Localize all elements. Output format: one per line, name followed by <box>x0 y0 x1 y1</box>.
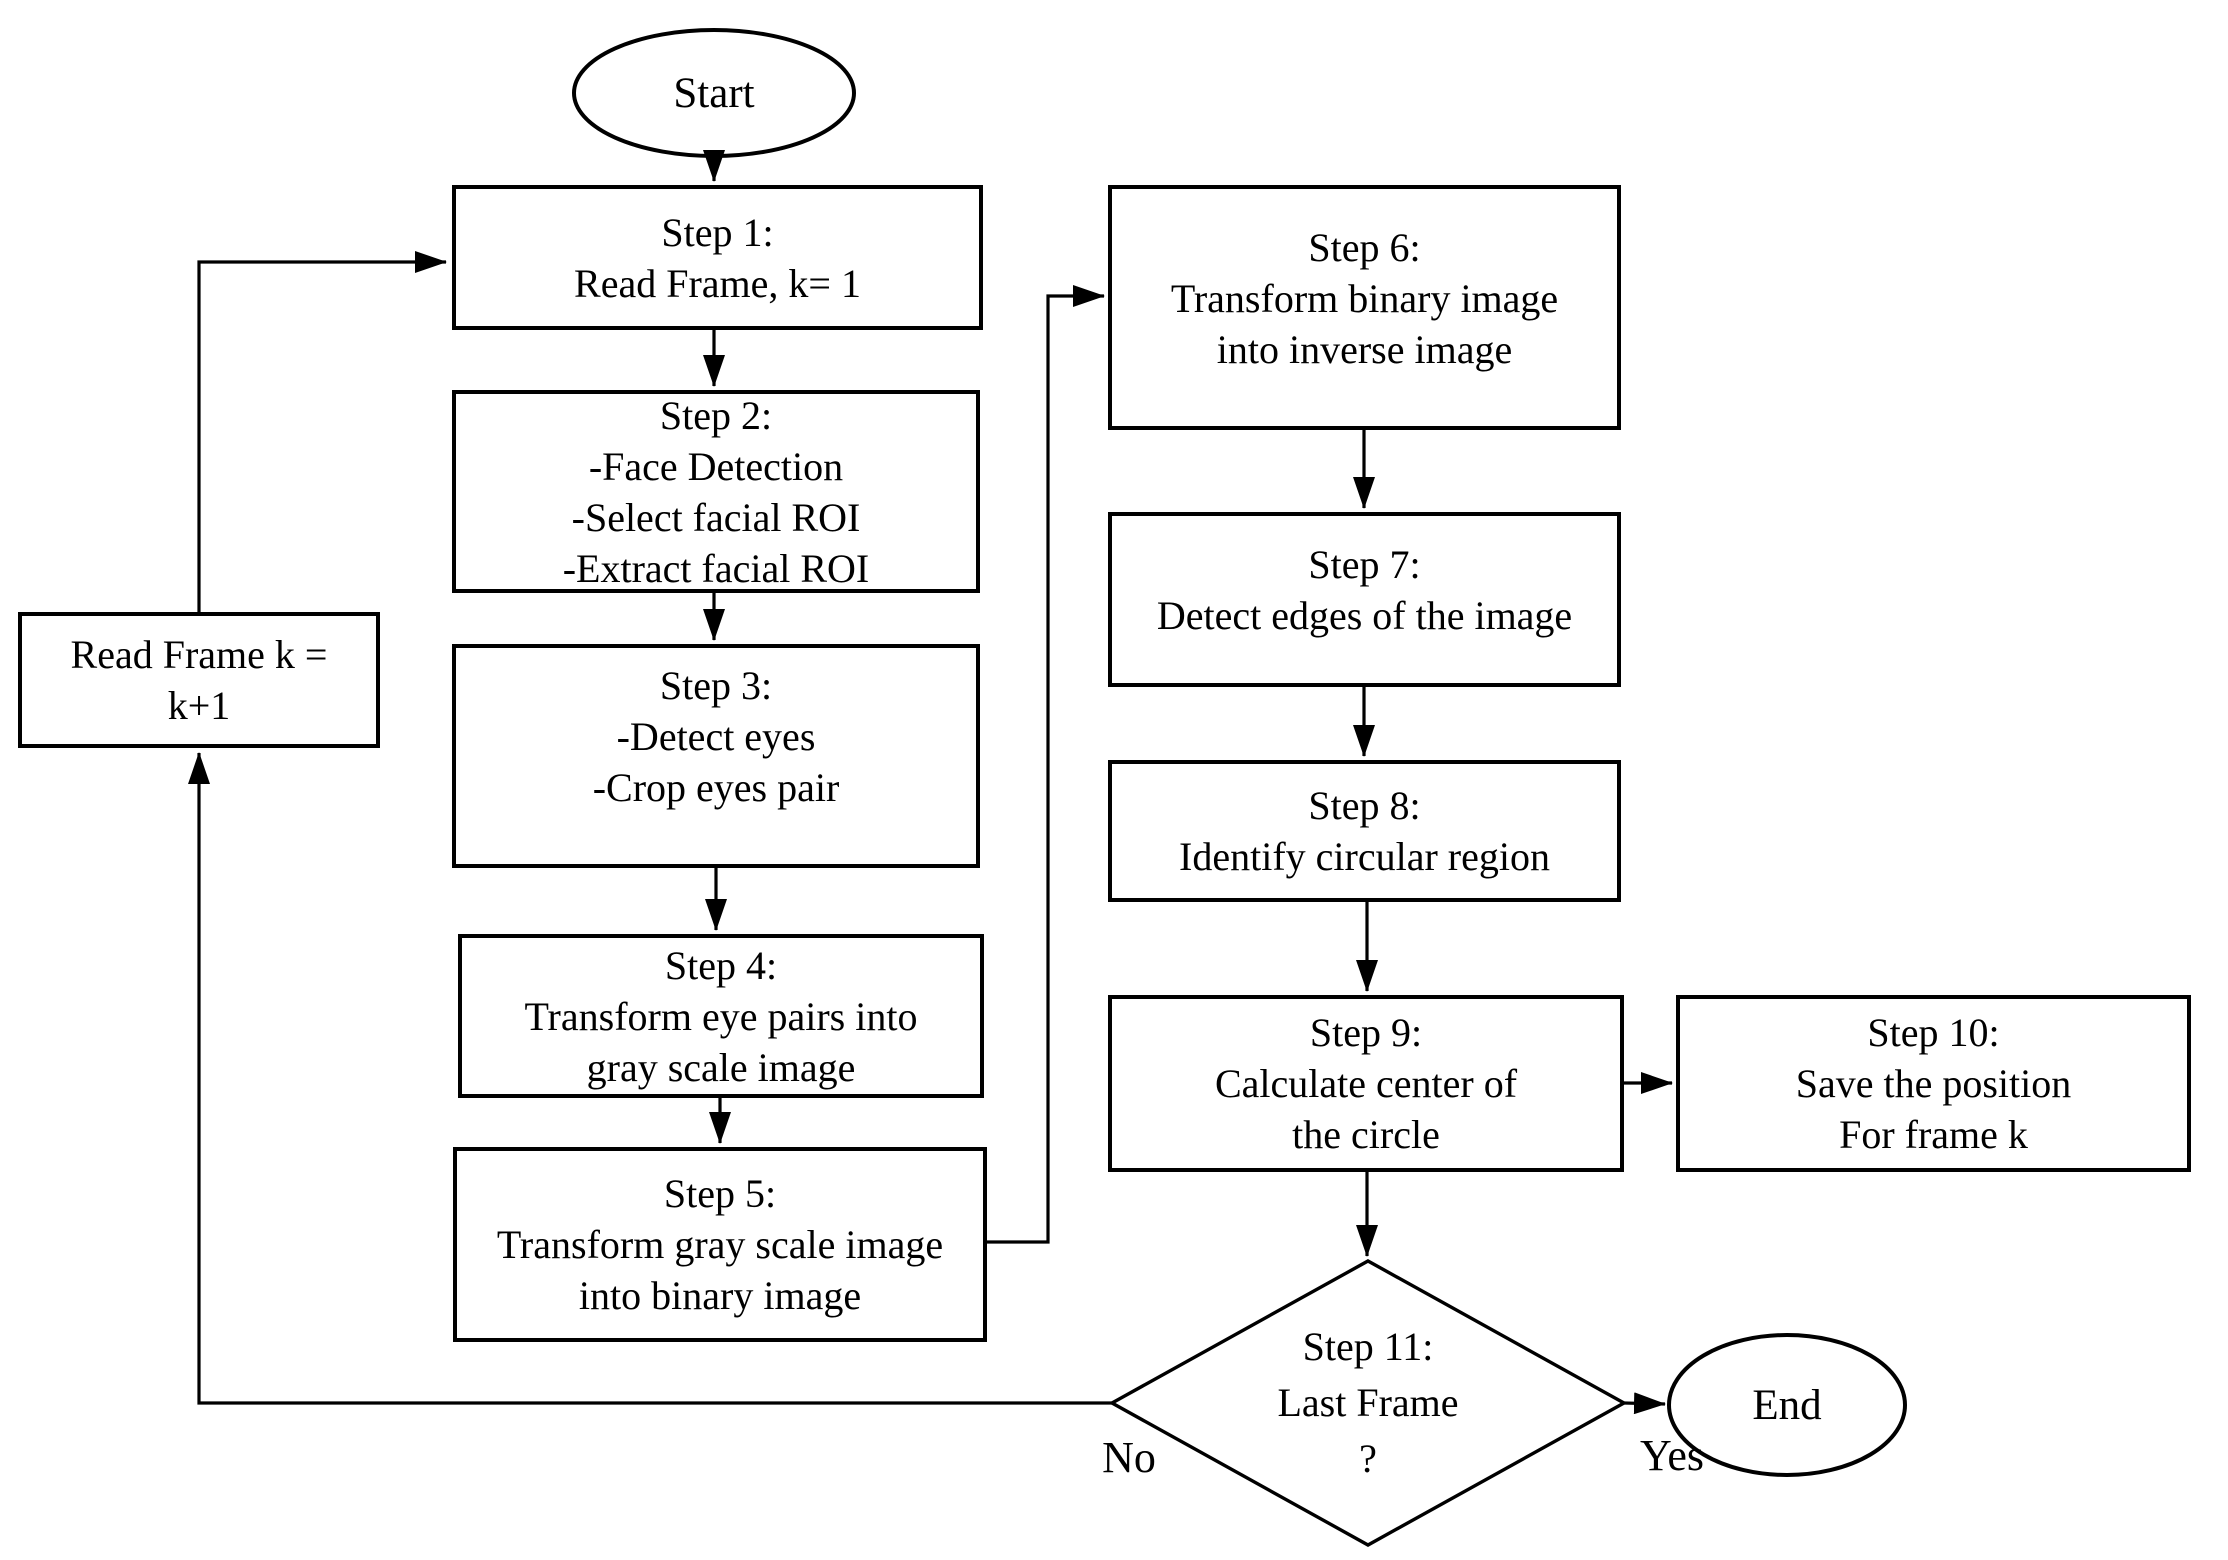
text-line: Step 10: <box>1867 1010 2000 1055</box>
text-line: ? <box>1359 1436 1377 1481</box>
end-terminator: End <box>1669 1335 1905 1475</box>
flow-step-10: Step 10: Save the position For frame k <box>1676 995 2191 1172</box>
text-line: Transform gray scale image <box>496 1222 944 1267</box>
start-terminator: Start <box>574 30 854 156</box>
text-line: Step 1: <box>661 209 774 255</box>
text-line: -Face Detection <box>588 443 844 489</box>
text-line: Step 9: <box>1309 1010 1423 1055</box>
flow-step-4: Step 4: Transform eye pairs into gray sc… <box>458 934 984 1098</box>
arrow-decision-no-to-loopbox <box>188 752 1112 1405</box>
text-line: -Select facial ROI <box>571 494 861 540</box>
text-line: Last Frame <box>1277 1380 1459 1425</box>
text-line: Start <box>673 69 755 117</box>
text-line: Step 4: <box>664 942 778 988</box>
text-line: Step 3: <box>659 662 773 708</box>
flow-step-9: Step 9: Calculate center of the circle <box>1108 995 1624 1172</box>
text-line: Step 5: <box>663 1171 777 1216</box>
end-ellipse-shape <box>1667 1333 1907 1477</box>
text-line: the circle <box>1292 1112 1440 1157</box>
text-line: Step 2: <box>659 392 773 438</box>
decision-diamond-shape <box>1108 1259 1628 1547</box>
text-line: k+1 <box>167 683 231 728</box>
text-line: Step 11: <box>1302 1324 1434 1369</box>
flow-step-5: Step 5: Transform gray scale image into … <box>453 1147 987 1342</box>
arrow-loopbox-to-step1 <box>197 251 447 612</box>
flow-step-6: Step 6: Transform binary image into inve… <box>1108 185 1621 430</box>
text-line: For frame k <box>1839 1112 2028 1157</box>
text-line: Detect edges of the image <box>1156 592 1573 638</box>
flow-step-8: Step 8: Identify circular region <box>1108 760 1621 902</box>
text-line: Identify circular region <box>1179 834 1550 879</box>
text-line: -Extract facial ROI <box>562 545 870 591</box>
text-line: Transform binary image <box>1170 276 1559 321</box>
text-line: Step 8: <box>1308 783 1421 828</box>
text-line: -Crop eyes pair <box>592 764 840 810</box>
text-line: End <box>1752 1381 1822 1429</box>
text-line: Step 7: <box>1308 541 1421 587</box>
label-yes: Yes <box>1639 1431 1705 1480</box>
flow-step-1: Step 1: Read Frame, k= 1 <box>452 185 983 330</box>
text-line: Transform eye pairs into <box>524 993 918 1039</box>
text-line: Calculate center of <box>1214 1061 1518 1106</box>
text-line: Step 6: <box>1308 225 1421 270</box>
loop-read-frame-box: Read Frame k = k+1 <box>18 612 380 748</box>
label-no: No <box>1102 1433 1156 1482</box>
text-line: -Detect eyes <box>616 713 816 759</box>
text-line: Read Frame k = <box>70 632 328 677</box>
flow-step-3: Step 3: -Detect eyes -Crop eyes pair <box>452 644 980 868</box>
text-line: Read Frame, k= 1 <box>574 260 861 306</box>
decision-step-11: Step 11: Last Frame ? <box>1218 1319 1518 1487</box>
flow-step-7: Step 7: Detect edges of the image <box>1108 512 1621 687</box>
text-line: Save the position <box>1795 1061 2072 1106</box>
arrow-step5-to-step6 <box>987 285 1105 1244</box>
flow-step-2: Step 2: -Face Detection -Select facial R… <box>452 390 980 593</box>
text-line: into binary image <box>578 1273 862 1318</box>
text-line: into inverse image <box>1216 327 1513 372</box>
text-line: gray scale image <box>586 1044 856 1090</box>
arrow-decision-yes-to-end <box>1623 1392 1666 1415</box>
